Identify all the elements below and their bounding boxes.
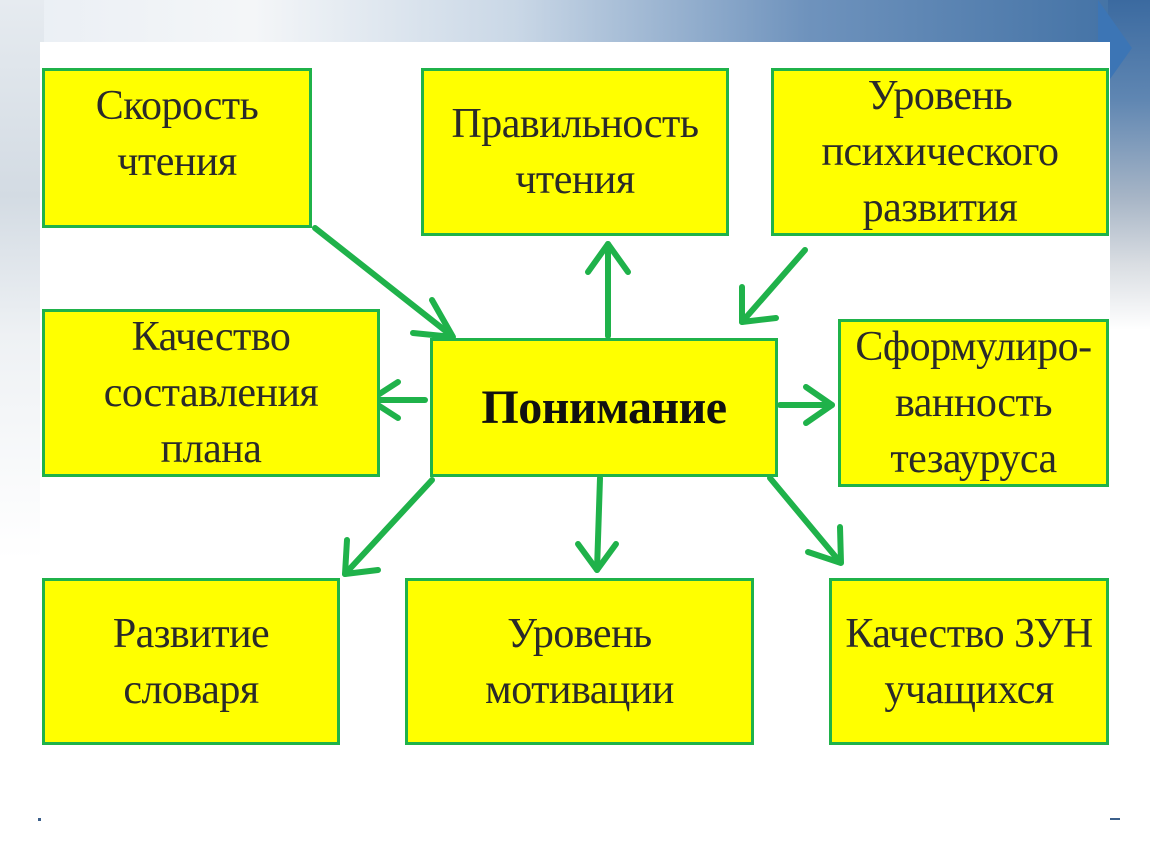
node-reading-speed-label: Скорость чтения — [95, 83, 259, 185]
node-reading-speed: Скорость чтения — [42, 68, 312, 228]
node-plan-quality-label: Качество составления плана — [103, 314, 319, 472]
node-mental-development-level-label: Уровень психического развития — [821, 73, 1059, 231]
slide-corner-mark-right — [1110, 818, 1120, 820]
node-reading-correctness-label: Правильность чтения — [451, 101, 699, 203]
node-thesaurus-formedness: Сформулиро- ванность тезауруса — [838, 319, 1109, 487]
slide-corner-mark-left — [38, 818, 41, 821]
node-motivation-level-label: Уровень мотивации — [485, 610, 674, 713]
node-vocabulary-development-label: Развитие словаря — [112, 610, 270, 713]
node-plan-quality: Качество составления плана — [42, 309, 380, 477]
slide-top-banner — [0, 0, 1150, 46]
node-vocabulary-development: Развитие словаря — [42, 578, 340, 745]
node-understanding-center-label: Понимание — [481, 380, 727, 434]
node-motivation-level: Уровень мотивации — [405, 578, 754, 745]
node-understanding-center: Понимание — [430, 338, 778, 477]
node-zun-quality-label: Качество ЗУН учащихся — [845, 610, 1093, 713]
node-thesaurus-formedness-label: Сформулиро- ванность тезауруса — [855, 324, 1092, 482]
slide-left-decoration — [0, 0, 44, 560]
node-reading-correctness: Правильность чтения — [421, 68, 729, 236]
node-zun-quality: Качество ЗУН учащихся — [829, 578, 1109, 745]
node-mental-development-level: Уровень психического развития — [771, 68, 1109, 236]
